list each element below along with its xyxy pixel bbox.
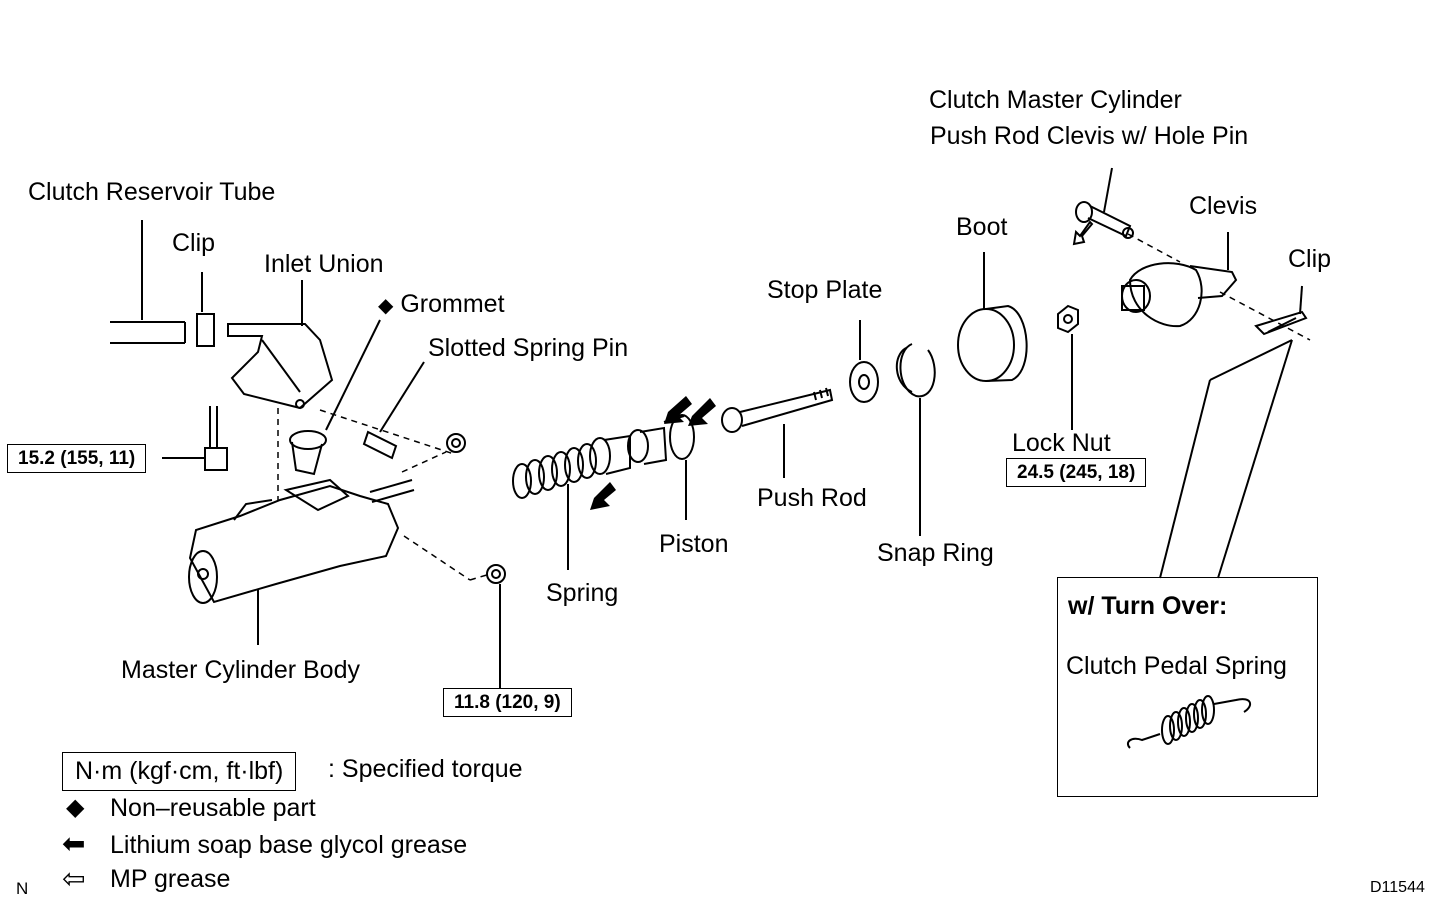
- label-stop-plate: Stop Plate: [767, 276, 883, 304]
- label-clevis-pin-line1: Clutch Master Cylinder: [929, 86, 1182, 114]
- upper-nut-part: [446, 433, 466, 453]
- label-grommet: ◆ Grommet: [378, 290, 505, 318]
- nonreusable-icon: ◆: [378, 295, 394, 317]
- nonreusable-icon: ◆: [66, 794, 85, 821]
- label-piston: Piston: [659, 530, 729, 558]
- guide-lines: [277, 233, 1311, 581]
- label-snap-ring: Snap Ring: [877, 539, 994, 567]
- lithium-grease-icon: ⬅: [62, 828, 86, 859]
- piston-part: [627, 414, 695, 520]
- label-spring: Spring: [546, 579, 619, 607]
- clevis-pin-part: [1072, 167, 1134, 246]
- lower-nut-part: [486, 564, 506, 690]
- inset-item-label: Clutch Pedal Spring: [1066, 652, 1287, 680]
- reservoir-tube-part: [110, 220, 186, 344]
- snap-ring-part: [896, 343, 936, 536]
- legend-torque-unit: N·m (kgf·cm, ft·lbf): [62, 752, 297, 791]
- push-rod-part: [721, 387, 834, 478]
- label-push-rod: Push Rod: [757, 484, 867, 512]
- mp-grease-icon: ⇦: [62, 863, 86, 894]
- inlet-union-part: [227, 280, 334, 410]
- legend-mp-grease: MP grease: [110, 865, 231, 893]
- label-clevis-pin-line2: Push Rod Clevis w/ Hole Pin: [930, 122, 1249, 150]
- union-bolt-part: [165, 406, 228, 471]
- label-inlet-union: Inlet Union: [264, 250, 384, 278]
- turn-over-inset: [1057, 577, 1318, 797]
- torque-lock-nut: 24.5 (245, 18): [1006, 458, 1147, 487]
- legend-lithium-grease: Lithium soap base glycol grease: [110, 831, 468, 859]
- inset-leader-lines: [1159, 339, 1293, 579]
- label-lock-nut: Lock Nut: [1012, 429, 1111, 457]
- legend-torque-desc: : Specified torque: [328, 755, 523, 783]
- label-reservoir-tube: Clutch Reservoir Tube: [28, 178, 276, 206]
- legend-nonreusable: Non–reusable part: [110, 794, 316, 822]
- grommet-part: [289, 319, 381, 476]
- label-master-cylinder-body: Master Cylinder Body: [121, 656, 360, 684]
- grease-arrows: [590, 396, 716, 510]
- spring-part: [512, 434, 631, 570]
- clevis-part: [1121, 232, 1238, 328]
- master-cylinder-body-part: [188, 478, 415, 645]
- stop-plate-part: [849, 320, 879, 403]
- clip-right-part: [1254, 285, 1308, 336]
- boot-part: [957, 252, 1028, 382]
- slotted-pin-part: [362, 361, 425, 460]
- label-slotted-spring-pin: Slotted Spring Pin: [428, 334, 629, 362]
- label-clip-left: Clip: [172, 229, 216, 257]
- torque-union: 15.2 (155, 11): [7, 444, 147, 473]
- label-clip-right: Clip: [1288, 245, 1332, 273]
- inset-title: w/ Turn Over:: [1068, 592, 1228, 620]
- label-clevis: Clevis: [1189, 192, 1258, 220]
- figure-id: D11544: [1370, 879, 1425, 896]
- torque-body-nut: 11.8 (120, 9): [443, 688, 572, 717]
- label-boot: Boot: [956, 213, 1008, 241]
- clip-left-part: [196, 272, 215, 347]
- clutch-pedal-spring-part: [1126, 695, 1252, 749]
- corner-mark-left: N: [16, 879, 29, 898]
- lock-nut-part: [1057, 304, 1079, 430]
